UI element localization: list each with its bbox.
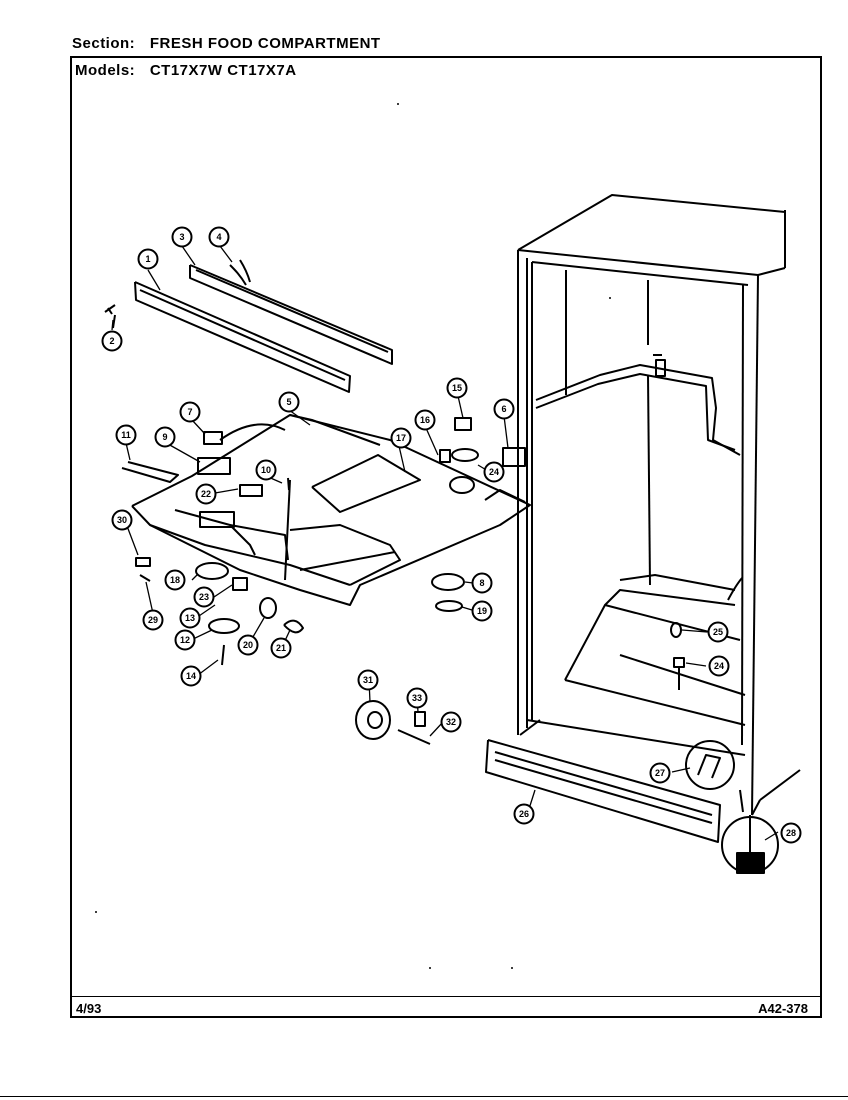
svg-text:28: 28: [786, 828, 796, 838]
section-value: FRESH FOOD COMPARTMENT: [149, 35, 381, 52]
svg-text:32: 32: [446, 717, 456, 727]
toe-grille-drawing: [485, 739, 721, 843]
callout-8: 8: [471, 572, 493, 594]
svg-text:4: 4: [216, 232, 221, 242]
callout-20: 20: [237, 634, 259, 656]
svg-text:1: 1: [145, 254, 150, 264]
callout-3: 3: [171, 226, 193, 248]
models-heading: Models: CT17X7W CT17X7A: [75, 62, 297, 79]
diagram-frame: [70, 56, 822, 1018]
svg-text:12: 12: [180, 635, 190, 645]
callout-31: 31: [357, 669, 379, 691]
callout-4: 4: [208, 226, 230, 248]
svg-text:11: 11: [121, 430, 131, 440]
svg-text:9: 9: [162, 432, 167, 442]
callout-29: 29: [142, 609, 164, 631]
svg-text:5: 5: [286, 397, 291, 407]
svg-text:3: 3: [179, 232, 184, 242]
revision-date: 4/93: [76, 1001, 102, 1016]
svg-text:20: 20: [243, 640, 253, 650]
svg-text:24: 24: [489, 467, 499, 477]
svg-text:25: 25: [713, 627, 723, 637]
svg-text:24: 24: [714, 661, 724, 671]
callout-1: 1: [137, 248, 159, 270]
callout-5: 5: [278, 391, 300, 413]
callout-12: 12: [174, 629, 196, 651]
svg-text:13: 13: [185, 613, 195, 623]
cabinet-drawing: [517, 194, 801, 816]
svg-text:18: 18: [170, 575, 180, 585]
svg-text:14: 14: [186, 671, 196, 681]
svg-text:2: 2: [109, 336, 114, 346]
mounting-rails-drawing: [134, 259, 393, 393]
callout-13: 13: [179, 607, 201, 629]
svg-text:29: 29: [148, 615, 158, 625]
svg-text:17: 17: [396, 433, 406, 443]
callout-16: 16: [414, 409, 436, 431]
callout-28: 28: [780, 822, 802, 844]
small-parts-drawing: [121, 417, 685, 745]
callout-18: 18: [164, 569, 186, 591]
page-bottom-rule: [0, 1096, 848, 1097]
callout-9: 9: [154, 426, 176, 448]
callout-24b: 24: [708, 655, 730, 677]
callout-19: 19: [471, 600, 493, 622]
control-housing-drawing: [131, 414, 531, 606]
svg-text:33: 33: [412, 693, 422, 703]
callout-2: 2: [101, 330, 123, 352]
svg-text:26: 26: [519, 809, 529, 819]
callout-10a: 10: [255, 459, 277, 481]
callout-15: 15: [446, 377, 468, 399]
svg-text:16: 16: [420, 415, 430, 425]
callout-27: 27: [649, 762, 671, 784]
svg-text:27: 27: [655, 768, 665, 778]
svg-text:19: 19: [477, 606, 487, 616]
callout-24a: 24: [483, 461, 505, 483]
callout-22: 22: [195, 483, 217, 505]
leader-lines: [111, 245, 779, 841]
callout-17: 17: [390, 427, 412, 449]
models-value: CT17X7W CT17X7A: [149, 62, 297, 79]
callout-33: 33: [406, 687, 428, 709]
svg-text:6: 6: [501, 404, 506, 414]
models-label: Models:: [75, 62, 136, 79]
svg-text:10: 10: [261, 465, 271, 475]
svg-text:21: 21: [276, 643, 286, 653]
svg-text:30: 30: [117, 515, 127, 525]
svg-text:22: 22: [201, 489, 211, 499]
callout-14: 14: [180, 665, 202, 687]
callout-7: 7: [179, 401, 201, 423]
svg-text:31: 31: [363, 675, 373, 685]
svg-text:8: 8: [479, 578, 484, 588]
callout-32: 32: [440, 711, 462, 733]
footer-divider: [72, 996, 822, 997]
screw-2-drawing: [104, 304, 116, 329]
scan-specks: [95, 103, 611, 969]
callout-group: 1 2 3 4 5 7 6 8 9 10 11 12 13 14 15 16 1…: [101, 226, 802, 844]
svg-text:23: 23: [199, 592, 209, 602]
callout-25: 25: [707, 621, 729, 643]
callout-30: 30: [111, 509, 133, 531]
svg-text:7: 7: [187, 407, 192, 417]
section-label: Section:: [72, 35, 136, 52]
section-heading: Section: FRESH FOOD COMPARTMENT: [72, 35, 381, 52]
callout-11: 11: [115, 424, 137, 446]
leveling-leg-drawing: [721, 815, 779, 874]
callout-26: 26: [513, 803, 535, 825]
callout-23: 23: [193, 586, 215, 608]
document-number: A42-378: [758, 1001, 808, 1016]
bracket-27-drawing: [685, 740, 735, 790]
callout-21: 21: [270, 637, 292, 659]
callout-6: 6: [493, 398, 515, 420]
svg-text:15: 15: [452, 383, 462, 393]
